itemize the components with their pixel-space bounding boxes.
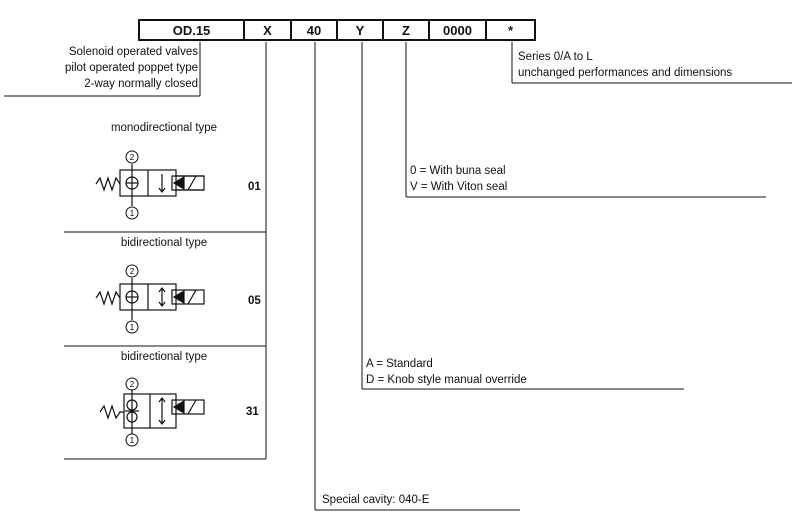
- type-code-05: 05: [248, 295, 261, 307]
- valve-description: Solenoid operated valves pilot operated …: [65, 44, 198, 92]
- seal-line: V = With Viton seal: [410, 181, 508, 193]
- port-2-label: 2: [130, 153, 135, 162]
- description-line: Solenoid operated valves: [68, 46, 198, 58]
- port-2-label: 2: [130, 380, 135, 389]
- port-1-label: 1: [130, 209, 135, 218]
- code-series: *: [485, 19, 536, 41]
- code-seal: Z: [382, 19, 430, 41]
- description-line: 2-way normally closed: [84, 78, 198, 90]
- override-line: D = Knob style manual override: [366, 374, 527, 386]
- ordering-code: OD.15 X 40 Y Z 0000 *: [138, 19, 536, 41]
- type-title-31: bidirectional type: [120, 351, 208, 363]
- description-line: pilot operated poppet type: [65, 62, 198, 74]
- cavity-note: Special cavity: 040-E: [322, 494, 430, 506]
- port-1-label: 1: [130, 323, 135, 332]
- port-1-label: 1: [130, 436, 135, 445]
- code-cavity: 40: [290, 19, 338, 41]
- type-title-05: bidirectional type: [120, 237, 208, 249]
- type-code-01: 01: [248, 181, 261, 193]
- seal-note: 0 = With buna seal V = With Viton seal: [410, 163, 507, 195]
- type-title-01: monodirectional type: [110, 122, 218, 134]
- code-x: X: [243, 19, 292, 41]
- series-line: unchanged performances and dimensions: [518, 67, 733, 79]
- code-model: OD.15: [138, 19, 245, 41]
- series-line: Series 0/A to L: [518, 51, 593, 63]
- port-2-label: 2: [130, 267, 135, 276]
- override-note: A = Standard D = Knob style manual overr…: [366, 356, 527, 388]
- type-code-31: 31: [246, 406, 259, 418]
- override-line: A = Standard: [366, 358, 433, 370]
- valve-symbol-monodirectional: 2 1: [95, 150, 205, 220]
- valve-symbol-bidirectional-05: 2 1: [95, 264, 205, 334]
- valve-symbol-bidirectional-31: 2 1: [99, 377, 205, 447]
- series-note: Series 0/A to L unchanged performances a…: [518, 49, 732, 81]
- seal-line: 0 = With buna seal: [410, 165, 506, 177]
- code-suffix: 0000: [428, 19, 487, 41]
- code-override: Y: [336, 19, 384, 41]
